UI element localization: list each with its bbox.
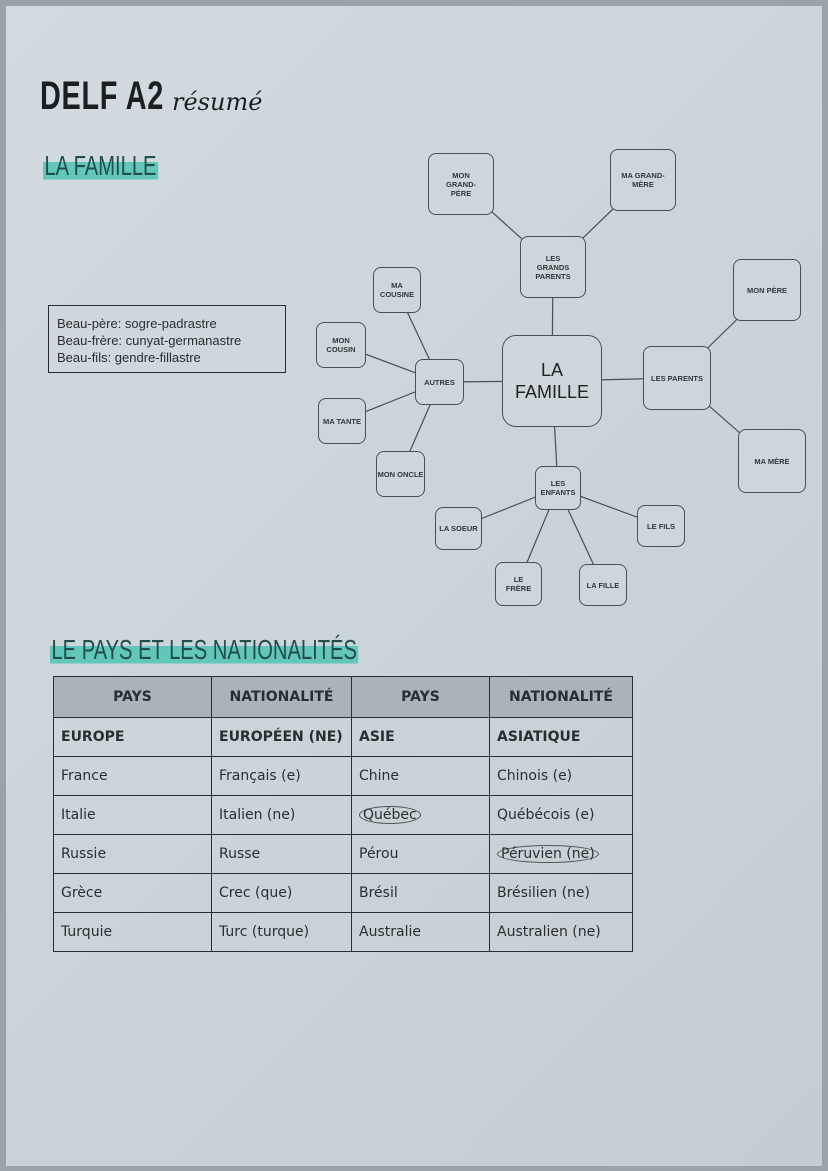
document-page (6, 6, 822, 1166)
circled-text: Péruvien (ne) (497, 845, 599, 863)
node-pere: MON PÈRE (733, 259, 801, 321)
table-cell: ASIE (351, 717, 490, 757)
table-cell: Australien (ne) (489, 912, 633, 952)
node-tante: MA TANTE (318, 398, 366, 444)
node-la-famille: LA FAMILLE (502, 335, 602, 427)
table-cell: Turc (turque) (211, 912, 352, 952)
node-enfants: LES ENFANTS (535, 466, 581, 510)
table-cell: Turquie (53, 912, 212, 952)
table-row: France Français (e) Chine Chinois (e) (53, 756, 633, 796)
page-title: DELF A2 (40, 74, 164, 118)
table-cell: Italie (53, 795, 212, 835)
table-cell: France (53, 756, 212, 796)
section-heading-countries: LE PAYS ET LES NATIONALITÉS (50, 634, 359, 666)
node-grand-pere: MON GRAND-PÈRE (428, 153, 494, 215)
note-line: Beau-fils: gendre-fillastre (57, 350, 201, 365)
table-row: Italie Italien (ne) Québec Québécois (e) (53, 795, 633, 835)
note-line: Beau-frère: cunyat-germanastre (57, 333, 242, 348)
node-soeur: LA SOEUR (435, 507, 482, 550)
table-cell: EUROPE (53, 717, 212, 757)
node-frere: LE FRÈRE (495, 562, 542, 606)
node-cousine: MA COUSINE (373, 267, 421, 313)
table-cell: Pérou (351, 834, 490, 874)
node-cousin: MON COUSIN (316, 322, 366, 368)
table-cell: EUROPÉEN (NE) (211, 717, 352, 757)
table-cell: Russie (53, 834, 212, 874)
countries-table: PAYS NATIONALITÉ PAYS NATIONALITÉ EUROPE… (53, 676, 633, 952)
circled-text: Québec (359, 806, 421, 824)
page-subtitle: résumé (172, 88, 263, 116)
table-cell: Brésil (351, 873, 490, 913)
table-row: Turquie Turc (turque) Australie Australi… (53, 912, 633, 952)
table-cell: Péruvien (ne) (489, 834, 633, 874)
table-cell: Russe (211, 834, 352, 874)
note-line: Beau-père: sogre-padrastre (57, 316, 217, 331)
node-fils: LE FILS (637, 505, 685, 547)
table-row: Russie Russe Pérou Péruvien (ne) (53, 834, 633, 874)
column-header: PAYS (53, 676, 212, 718)
table-cell: Chinois (e) (489, 756, 633, 796)
table-cell: Australie (351, 912, 490, 952)
node-grand-mere: MA GRAND-MÈRE (610, 149, 676, 211)
node-autres: AUTRES (415, 359, 464, 405)
table-cell: Crec (que) (211, 873, 352, 913)
table-cell: Québec (351, 795, 490, 835)
column-header: NATIONALITÉ (489, 676, 633, 718)
in-law-notes-box: Beau-père: sogre-padrastre Beau-frère: c… (48, 305, 286, 373)
table-cell: Chine (351, 756, 490, 796)
node-fille: LA FILLE (579, 564, 627, 606)
node-oncle: MON ONCLE (376, 451, 425, 497)
column-header: NATIONALITÉ (211, 676, 352, 718)
table-header-row: PAYS NATIONALITÉ PAYS NATIONALITÉ (53, 676, 633, 718)
table-row: EUROPE EUROPÉEN (NE) ASIE ASIATIQUE (53, 717, 633, 757)
table-cell: Brésilien (ne) (489, 873, 633, 913)
table-row: Grèce Crec (que) Brésil Brésilien (ne) (53, 873, 633, 913)
table-cell: ASIATIQUE (489, 717, 633, 757)
table-cell: Québécois (e) (489, 795, 633, 835)
node-mere: MA MÈRE (738, 429, 806, 493)
table-cell: Français (e) (211, 756, 352, 796)
table-cell: Italien (ne) (211, 795, 352, 835)
column-header: PAYS (351, 676, 490, 718)
section-heading-family: LA FAMILLE (43, 150, 158, 182)
table-cell: Grèce (53, 873, 212, 913)
node-parents: LES PARENTS (643, 346, 711, 410)
node-grands-parents: LES GRANDS PARENTS (520, 236, 586, 298)
